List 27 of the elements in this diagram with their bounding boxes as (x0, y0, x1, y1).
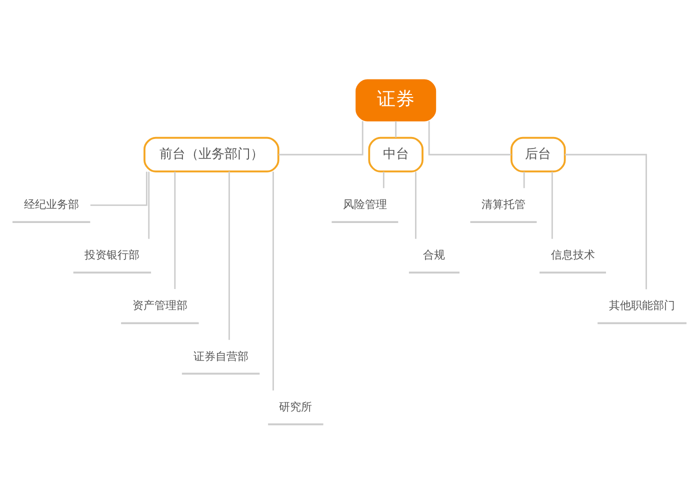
node-box: 中台 (368, 136, 424, 172)
connector (395, 120, 397, 137)
node-text: 投资银行部 (84, 248, 140, 262)
connector (148, 171, 150, 238)
node-box: 前台（业务部门） (144, 136, 280, 172)
node-text: 研究所 (279, 400, 312, 413)
connector (382, 171, 384, 188)
node-text: 资产管理部 (132, 298, 188, 312)
node-box: 后台 (510, 136, 566, 172)
connector (564, 153, 647, 289)
node-text: 其他职能部门 (609, 298, 676, 312)
connector (278, 120, 364, 155)
node-box: 证券 (356, 78, 436, 121)
connector (228, 171, 230, 340)
connector (428, 120, 512, 155)
connector (415, 171, 416, 238)
node-text: 风险管理 (342, 198, 387, 211)
connector (174, 171, 176, 289)
node-text: 合规 (423, 248, 446, 262)
connector (551, 171, 553, 238)
node-text: 信息技术 (550, 248, 595, 262)
node-text: 经纪业务部 (24, 198, 79, 211)
connector (272, 171, 274, 390)
connector (90, 171, 148, 206)
node-text: 清算托管 (482, 198, 526, 211)
connector (523, 171, 525, 188)
node-text: 证券自营部 (193, 349, 248, 362)
